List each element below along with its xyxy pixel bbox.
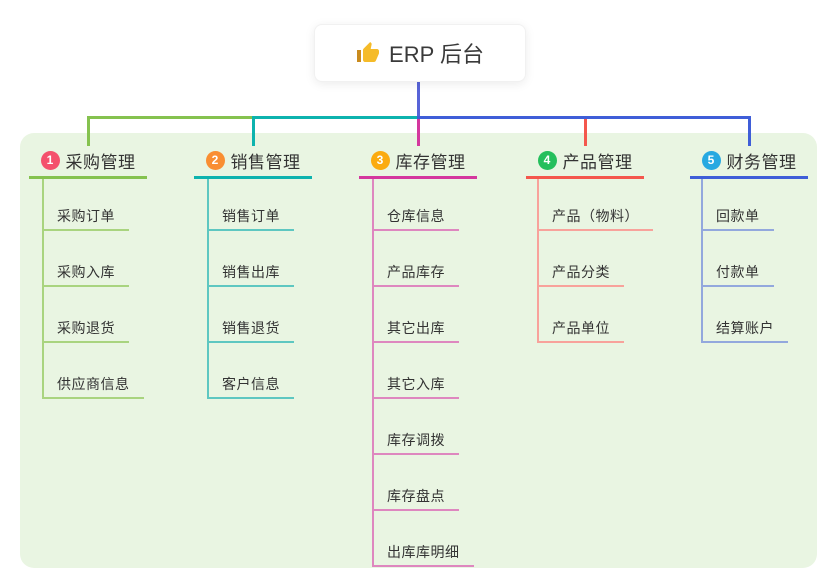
drop-branch3 [417, 119, 420, 146]
branch-child-line [372, 179, 374, 567]
child-label: 其它入库 [387, 376, 445, 392]
child-label: 客户信息 [222, 376, 280, 392]
branch-title-finance[interactable]: 5 财务管理 [690, 148, 808, 172]
root-stem-line [417, 79, 420, 116]
child-node[interactable]: 其它出库 [372, 315, 459, 343]
child-label: 回款单 [716, 208, 760, 224]
branch-label: 库存管理 [395, 152, 466, 172]
branch-number-badge: 1 [40, 150, 60, 170]
branch-title-purchase[interactable]: 1 采购管理 [29, 148, 147, 172]
connector-branch5 [417, 116, 749, 119]
branch-label: 财务管理 [726, 152, 797, 172]
child-label: 采购入库 [57, 264, 115, 280]
branch-title-inventory[interactable]: 3 库存管理 [359, 148, 477, 172]
child-node[interactable]: 出库库明细 [372, 539, 474, 567]
child-node[interactable]: 销售退货 [207, 315, 294, 343]
branch-label: 产品管理 [562, 152, 633, 172]
drop-branch5 [748, 116, 751, 146]
root-label: ERP 后台 [389, 42, 484, 67]
child-label: 库存盘点 [387, 488, 445, 504]
child-node[interactable]: 采购退货 [42, 315, 129, 343]
child-node[interactable]: 产品分类 [537, 259, 624, 287]
child-label: 出库库明细 [387, 544, 460, 560]
branch-number-badge: 3 [370, 150, 390, 170]
child-label: 库存调拨 [387, 432, 445, 448]
child-node[interactable]: 库存调拨 [372, 427, 459, 455]
branch-child-line [42, 179, 44, 399]
child-node[interactable]: 采购订单 [42, 203, 129, 231]
branch-underline [29, 176, 147, 179]
child-node[interactable]: 产品库存 [372, 259, 459, 287]
child-node[interactable]: 其它入库 [372, 371, 459, 399]
child-node[interactable]: 销售出库 [207, 259, 294, 287]
child-label: 销售订单 [222, 208, 280, 224]
drop-branch4 [584, 119, 587, 146]
branches-panel [20, 133, 817, 568]
child-node[interactable]: 付款单 [701, 259, 774, 287]
branch-underline [690, 176, 808, 179]
child-label: 产品单位 [552, 320, 610, 336]
branch-underline [526, 176, 644, 179]
branch-underline [359, 176, 477, 179]
drop-branch1 [87, 116, 90, 146]
branch-number-badge: 2 [205, 150, 225, 170]
child-label: 采购订单 [57, 208, 115, 224]
branch-number-badge: 5 [701, 150, 721, 170]
branch-child-line [701, 179, 703, 343]
child-label: 产品（物料） [552, 208, 639, 224]
child-label: 销售出库 [222, 264, 280, 280]
child-label: 其它出库 [387, 320, 445, 336]
branch-title-product[interactable]: 4 产品管理 [526, 148, 644, 172]
child-node[interactable]: 回款单 [701, 203, 774, 231]
child-label: 采购退货 [57, 320, 115, 336]
connector-branch1 [87, 116, 253, 119]
child-node[interactable]: 仓库信息 [372, 203, 459, 231]
child-node[interactable]: 结算账户 [701, 315, 788, 343]
branch-label: 采购管理 [65, 152, 136, 172]
child-label: 结算账户 [716, 320, 774, 336]
child-label: 销售退货 [222, 320, 280, 336]
branch-label: 销售管理 [230, 152, 301, 172]
child-label: 产品分类 [552, 264, 610, 280]
child-node[interactable]: 采购入库 [42, 259, 129, 287]
child-node[interactable]: 客户信息 [207, 371, 294, 399]
connector-branch2 [252, 116, 418, 119]
child-node[interactable]: 库存盘点 [372, 483, 459, 511]
child-label: 仓库信息 [387, 208, 445, 224]
child-label: 付款单 [716, 264, 760, 280]
branch-underline [194, 176, 312, 179]
branch-child-line [207, 179, 209, 399]
child-label: 供应商信息 [57, 376, 130, 392]
child-node[interactable]: 产品单位 [537, 315, 624, 343]
child-node[interactable]: 产品（物料） [537, 203, 653, 231]
child-node[interactable]: 销售订单 [207, 203, 294, 231]
drop-branch2 [252, 116, 255, 146]
root-node[interactable]: ERP 后台 [314, 24, 526, 82]
branch-title-sales[interactable]: 2 销售管理 [194, 148, 312, 172]
branch-number-badge: 4 [537, 150, 557, 170]
thumbs-up-icon [356, 41, 380, 65]
child-label: 产品库存 [387, 264, 445, 280]
child-node[interactable]: 供应商信息 [42, 371, 144, 399]
branch-child-line [537, 179, 539, 343]
